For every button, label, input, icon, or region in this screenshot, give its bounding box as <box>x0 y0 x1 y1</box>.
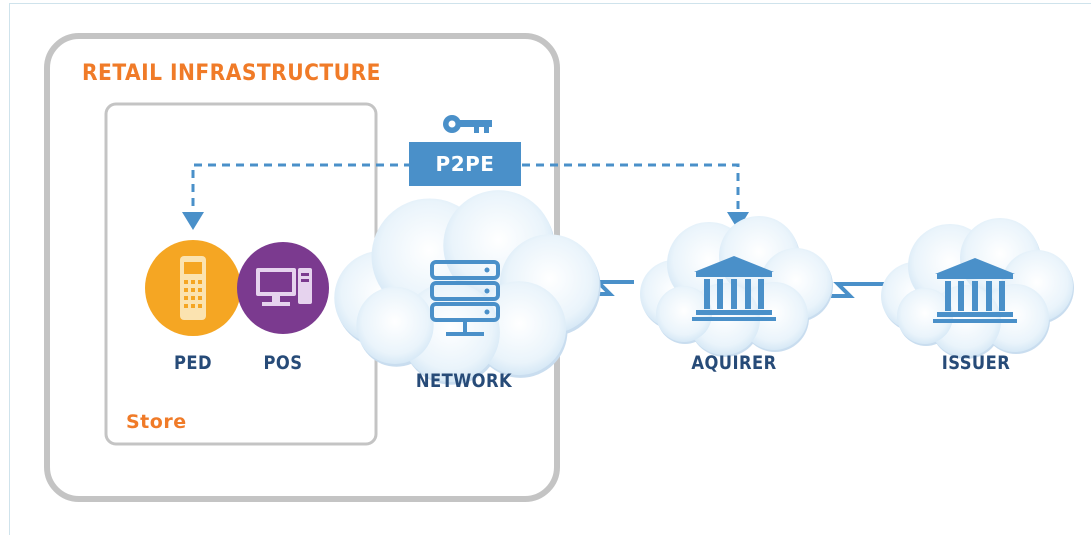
pos-label: POS <box>263 352 303 374</box>
arrow-to-acquirer <box>727 212 749 230</box>
server-icon <box>430 260 500 336</box>
p2pe-box <box>409 142 521 186</box>
network-label: NETWORK <box>415 370 513 392</box>
acquirer-label: AQUIRER <box>691 352 777 374</box>
store-label: Store <box>126 411 187 433</box>
arrow-to-ped <box>182 212 204 230</box>
card-terminal-icon <box>180 256 206 320</box>
computer-icon <box>256 268 312 306</box>
issuer-label: ISSUER <box>941 352 1011 374</box>
retail-infrastructure-title: RETAIL INFRASTRUCTURE <box>82 61 381 86</box>
p2pe-dashed-lines <box>191 163 740 214</box>
ped-label: PED <box>173 352 213 374</box>
p2pe-label: P2PE <box>435 152 495 176</box>
key-icon <box>443 115 492 133</box>
image-frame <box>9 3 1091 535</box>
